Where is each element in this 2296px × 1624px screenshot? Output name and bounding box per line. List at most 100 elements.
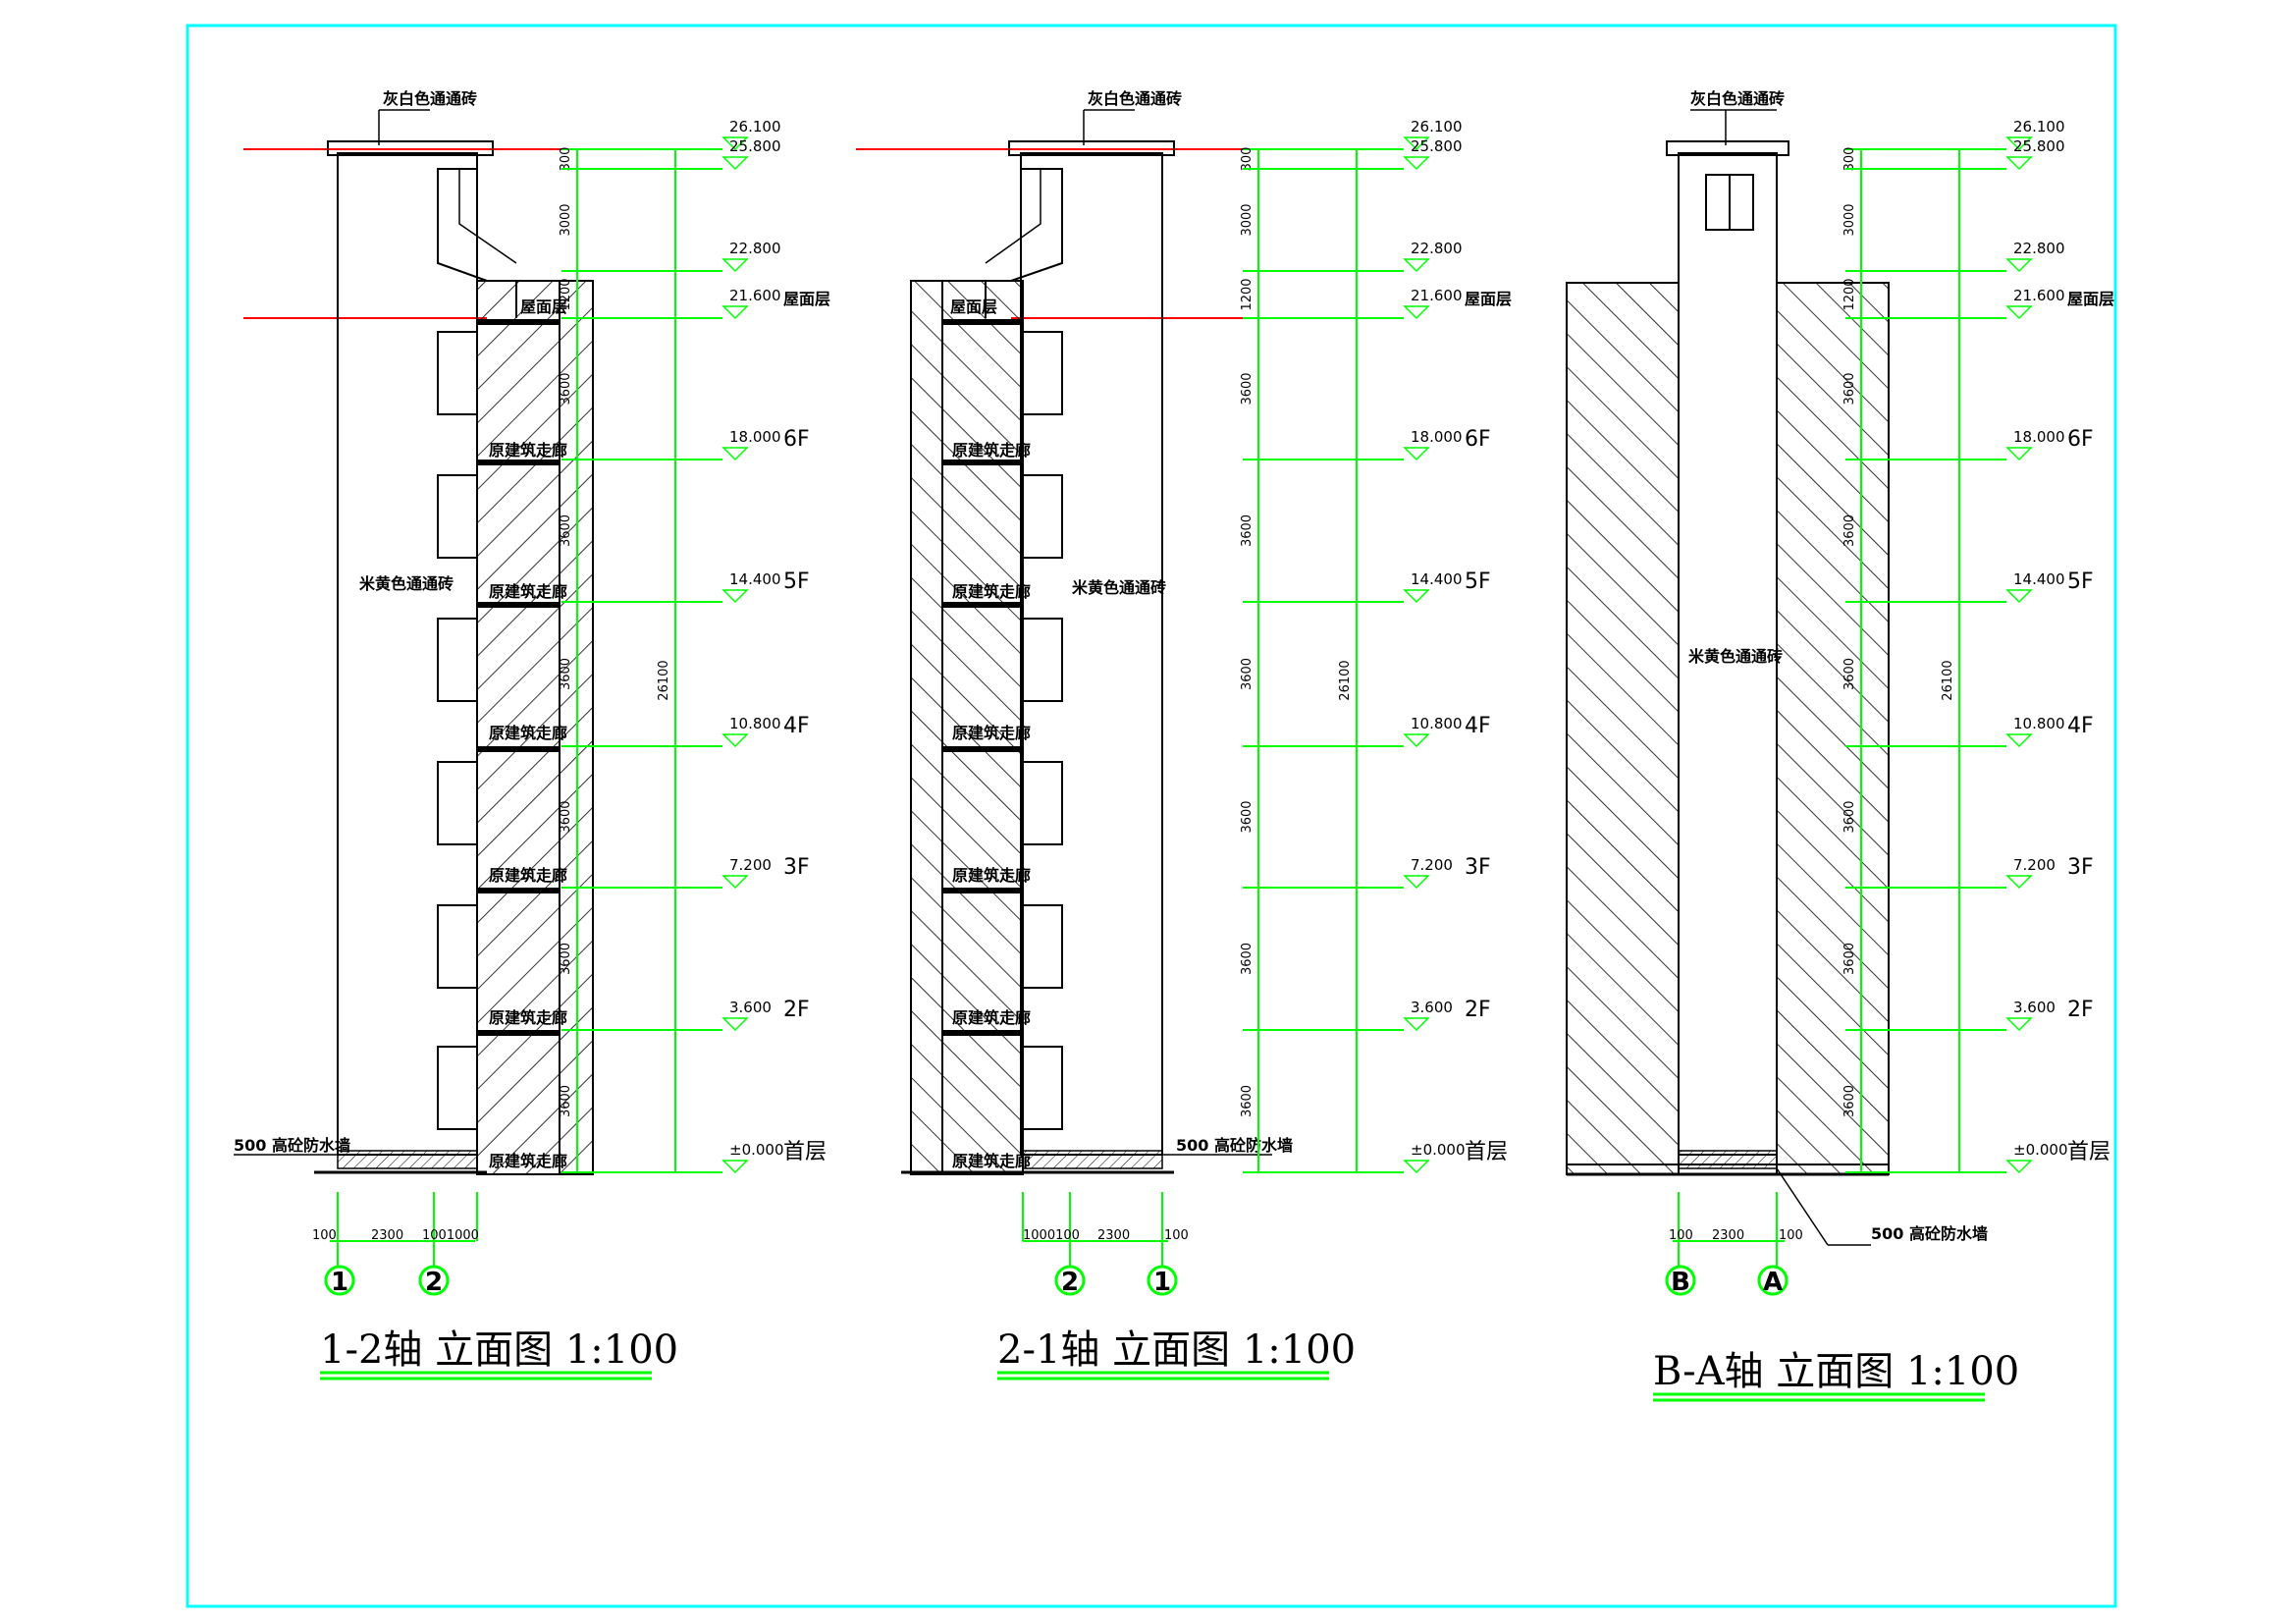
axis-label-1: 1 [1153,1268,1171,1297]
roof-floor-label: 屋面层 [520,298,567,316]
floor-label: 首层 [2067,1140,2110,1164]
level-marker [721,733,749,748]
axis-bubbles [1054,1265,1178,1296]
level-value: 21.600 [729,287,781,304]
axis-label-1: 1 [331,1268,348,1297]
floor-label: 2F [1465,998,1491,1022]
plan-dim-c: 100 [1164,1228,1189,1243]
red-section-lines [243,148,577,319]
svg-text:原建筑走廊: 原建筑走廊 [489,724,567,742]
waterproof-label: 500 高砼防水墙 [234,1136,350,1155]
level-value: 14.400 [729,570,781,588]
axis-label-b: B [1671,1268,1690,1297]
red-section-lines [856,148,1258,319]
axis-label-a: A [1763,1268,1783,1297]
segment-dimension: 3600 [559,943,573,975]
floor-label: 2F [2067,998,2094,1022]
segment-dimension: 300 [1842,147,1857,172]
segment-dimension: 3600 [1240,514,1255,547]
level-value: 26.100 [1411,118,1463,135]
svg-text:原建筑走廊: 原建筑走廊 [952,441,1031,460]
level-value: 10.800 [2013,715,2065,732]
level-marker [2005,258,2033,273]
plan-dim-a: 100 [312,1228,337,1243]
segment-dimension: 3600 [1842,372,1857,405]
svg-text:原建筑走廊: 原建筑走廊 [952,1152,1031,1170]
cap-tile-label: 灰白色通通砖 [383,89,477,108]
floor-label: 屋面层 [1465,290,1512,308]
level-marker [721,258,749,273]
level-marker [1403,305,1430,320]
level-value: 22.800 [2013,240,2065,257]
level-marker [1403,258,1430,273]
level-marker [721,1160,749,1174]
level-marker [721,156,749,171]
floor-label: 2F [783,998,810,1022]
plan-dim-b: 2300 [371,1228,403,1243]
segment-dimension: 1200 [1240,278,1255,310]
segment-dimension: 3600 [1240,372,1255,405]
level-value: 14.400 [1411,570,1463,588]
window-openings [437,331,478,1130]
level-value: 18.000 [1411,428,1463,446]
corridor-wall-hatched [476,280,594,1175]
floor-label: 6F [783,427,810,452]
cap-tile-leader [1083,109,1135,145]
cap-tile-label: 灰白色通通砖 [1088,89,1182,108]
wall-tile-label: 米黄色通通砖 [1072,578,1166,597]
segment-dimension: 300 [559,147,573,172]
level-value: 3.600 [2013,999,2056,1016]
segment-dimension: 3600 [559,372,573,405]
floor-label: 3F [1465,855,1491,880]
waterproof-leader [1776,1167,1871,1246]
corridor-labels: 原建筑走廊 原建筑走廊 原建筑走廊 原建筑走廊 原建筑走廊 原建筑走廊 [489,441,567,1170]
level-marker [721,136,749,151]
level-marker [1403,447,1430,461]
segment-dimension: 1200 [559,278,573,310]
plan-dimensions [1673,1192,1785,1267]
segment-dimension: 3600 [1240,1085,1255,1117]
floor-label: 6F [2067,427,2094,452]
level-value: 14.400 [2013,570,2065,588]
floor-label: 首层 [783,1140,827,1164]
sheet-border [186,24,2117,1608]
wall-tile-label: 米黄色通通砖 [359,574,454,593]
level-value: 7.200 [2013,856,2056,874]
level-value: 18.000 [2013,428,2065,446]
level-value: 21.600 [1411,287,1463,304]
level-marker [2005,305,2033,320]
total-height-dimension: 26100 [1338,660,1353,700]
level-marker [1403,733,1430,748]
segment-dimension: 3000 [1842,203,1857,236]
corridor-labels: 原建筑走廊 原建筑走廊 原建筑走廊 原建筑走廊 原建筑走廊 原建筑走廊 [952,441,1031,1170]
total-height-dimension: 26100 [657,660,671,700]
plan-dim-c: 1001000 [422,1228,479,1243]
segment-dimension: 3000 [559,203,573,236]
plan-dim-a: 1000100 [1023,1228,1080,1243]
floor-label: 3F [2067,855,2094,880]
floor-slabs [477,319,560,1036]
floor-label: 屋面层 [2067,290,2114,308]
plan-dim-c: 100 [1779,1228,1803,1243]
segment-dimension: 3600 [1842,943,1857,975]
svg-text:原建筑走廊: 原建筑走廊 [952,866,1031,885]
axis-label-2: 2 [425,1268,443,1297]
axis-label-2: 2 [1061,1268,1079,1297]
level-marker [721,447,749,461]
svg-text:原建筑走廊: 原建筑走廊 [489,1008,567,1027]
level-marker [721,875,749,890]
floor-label: 首层 [1465,1140,1508,1164]
level-value: 25.800 [2013,137,2065,155]
segment-dimension: 1200 [1842,278,1857,310]
plan-dim-a: 100 [1669,1228,1693,1243]
segment-dimension: 3600 [1842,658,1857,690]
svg-text:原建筑走廊: 原建筑走廊 [489,1152,567,1170]
level-value: 26.100 [2013,118,2065,135]
segment-dimension: 3600 [559,1085,573,1117]
level-marker [1403,875,1430,890]
level-value: 26.100 [729,118,781,135]
cap-tile-leader [1690,109,1777,145]
floor-label: 4F [783,714,810,738]
left-wing-hatched [1566,282,1680,1175]
